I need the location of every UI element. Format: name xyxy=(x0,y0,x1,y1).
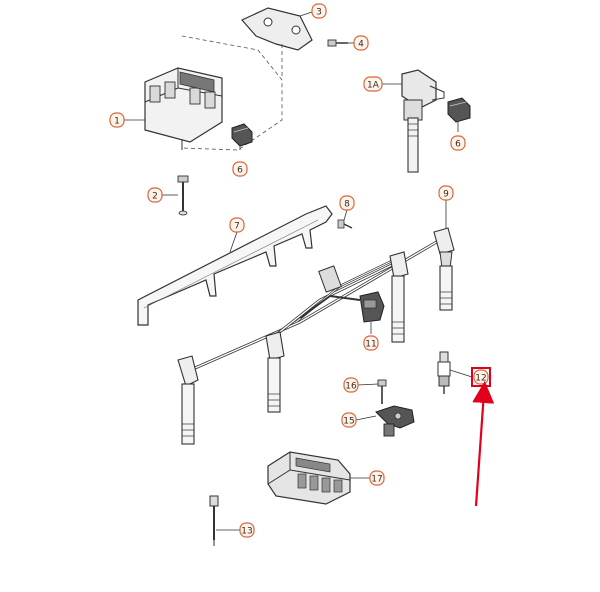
callout-16: 16 xyxy=(343,377,359,393)
callout-15: 15 xyxy=(341,412,357,428)
connector-6a-part xyxy=(231,123,253,147)
callout-17-label: 17 xyxy=(371,475,382,485)
callout-6b-label: 6 xyxy=(455,140,461,150)
callout-3-label: 3 xyxy=(316,8,322,18)
callout-12-label: 12 xyxy=(475,374,486,384)
pencil-coil-part xyxy=(401,69,445,173)
callout-1-label: 1 xyxy=(114,117,120,127)
sensor-15-part xyxy=(375,405,415,437)
callout-6a: 6 xyxy=(232,161,248,177)
ignition-wire-set-part xyxy=(177,227,455,445)
callout-12[interactable]: 12 xyxy=(471,367,491,387)
callout-6a-label: 6 xyxy=(237,166,243,176)
callout-1a-label: 1A xyxy=(367,81,380,91)
callout-7-label: 7 xyxy=(234,222,240,232)
coil-bracket-part xyxy=(241,7,313,78)
callout-9-label: 9 xyxy=(443,190,449,200)
ignition-coil-part xyxy=(144,35,283,151)
callout-2-label: 2 xyxy=(152,192,158,202)
highlight-arrow xyxy=(472,381,495,507)
glow-plug-13-part xyxy=(209,495,219,546)
wire-clip-11-part xyxy=(359,291,385,323)
callout-4-label: 4 xyxy=(358,40,364,50)
callout-1: 1 xyxy=(109,112,125,128)
bolt-16-part xyxy=(377,379,387,404)
connector-6b-part xyxy=(447,97,471,123)
callout-15-label: 15 xyxy=(343,417,354,427)
callout-16-label: 16 xyxy=(345,382,357,392)
callout-1a: 1A xyxy=(363,76,383,92)
wire-holder-rail-part xyxy=(137,205,333,326)
callout-9: 9 xyxy=(438,185,454,201)
leader-lines xyxy=(124,11,473,531)
callout-7: 7 xyxy=(229,217,245,233)
callout-6b: 6 xyxy=(450,135,466,151)
callout-8-label: 8 xyxy=(344,200,350,210)
callout-2: 2 xyxy=(147,187,163,203)
callout-11: 11 xyxy=(363,335,379,351)
callout-11-label: 11 xyxy=(365,340,376,350)
bolt-2-part xyxy=(177,175,189,216)
callout-13: 13 xyxy=(239,522,255,538)
callout-8: 8 xyxy=(339,195,355,211)
control-module-17-part xyxy=(267,451,351,505)
spark-plug-part xyxy=(437,351,451,394)
screw-8-part xyxy=(337,219,353,229)
bolt-4-part xyxy=(327,39,348,47)
callout-13-label: 13 xyxy=(241,527,252,537)
callout-17: 17 xyxy=(369,470,385,486)
callout-4: 4 xyxy=(353,35,369,51)
callout-3: 3 xyxy=(311,3,327,19)
